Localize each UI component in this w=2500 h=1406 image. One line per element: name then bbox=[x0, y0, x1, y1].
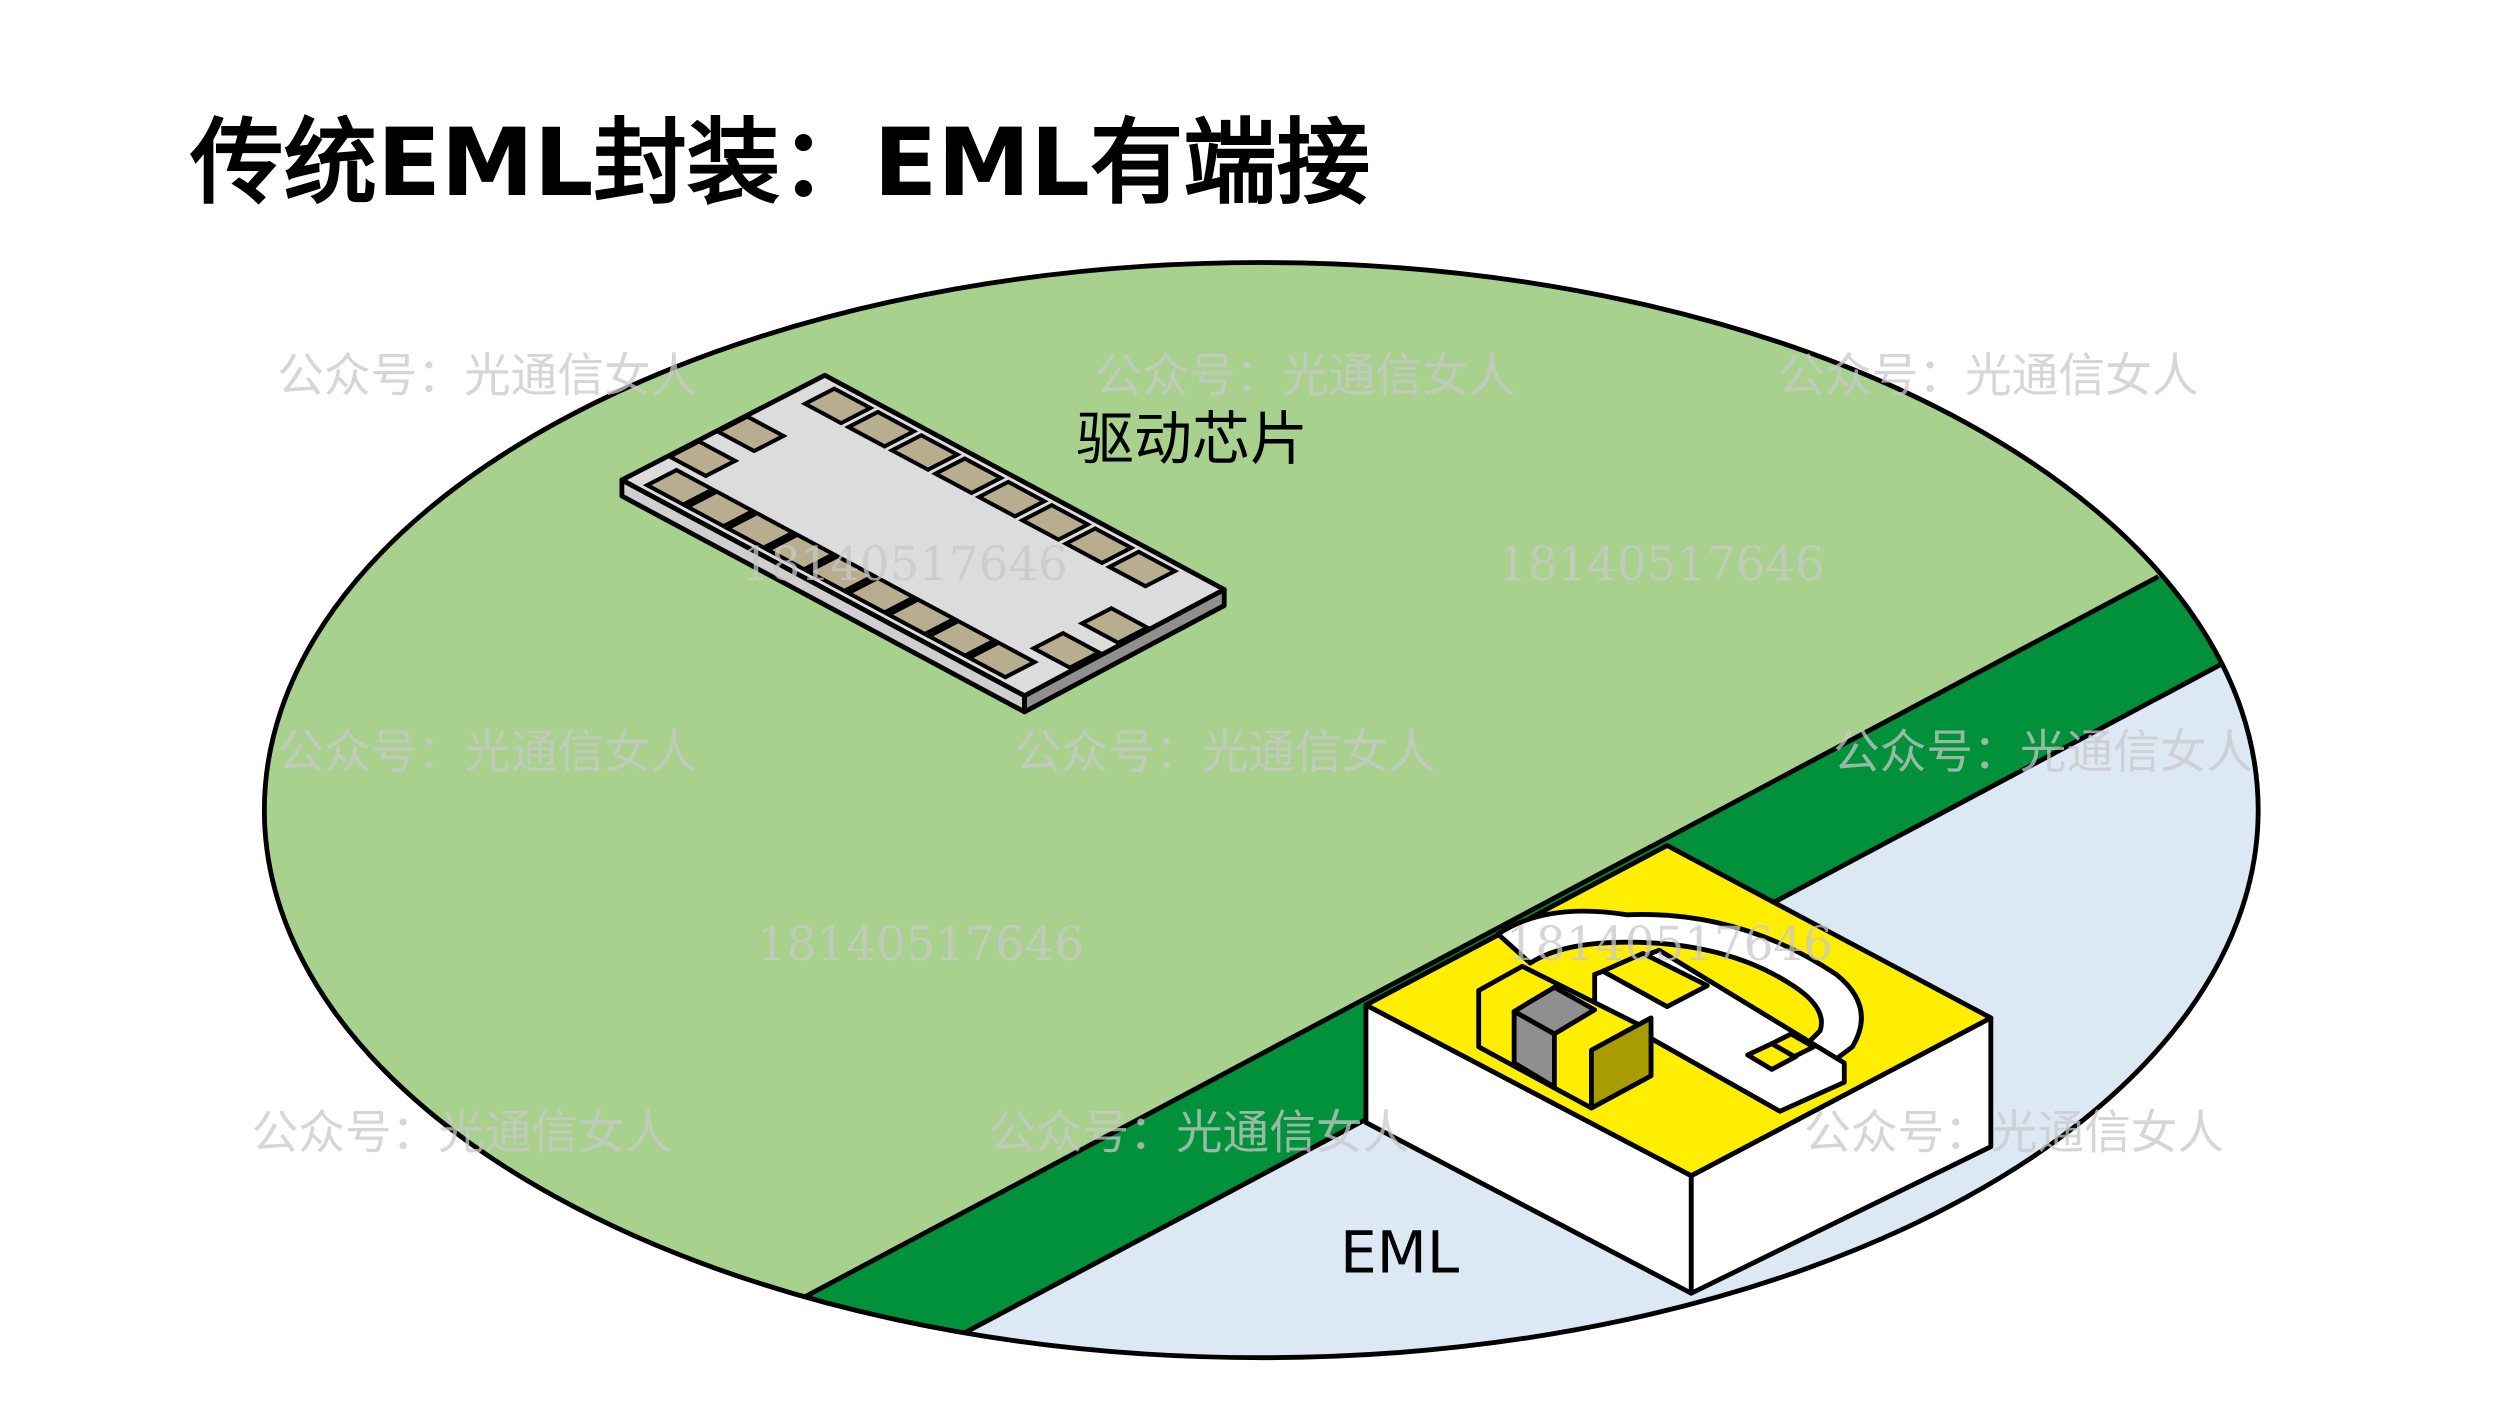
driver-chip bbox=[619, 372, 1227, 715]
chip-pad bbox=[844, 409, 919, 449]
chip-pad bbox=[1061, 526, 1136, 566]
eml-label: EML bbox=[1340, 1218, 1459, 1286]
chip-pad bbox=[884, 597, 959, 637]
svg-text:公众号：光通信女人: 公众号：光通信女人 bbox=[1833, 726, 2253, 780]
svg-text:公众号：光通信女人: 公众号：光通信女人 bbox=[251, 1106, 671, 1160]
chip-pad bbox=[665, 439, 740, 479]
watermarks: 公众号：光通信女人 公众号：光通信女人 公众号：光通信女人 1814051764… bbox=[251, 349, 2253, 1160]
chip-pad bbox=[924, 618, 999, 658]
chip-pad bbox=[1077, 606, 1152, 646]
chip-pad bbox=[803, 554, 878, 594]
chip-pad bbox=[723, 510, 798, 550]
svg-text:公众号：光通信女人: 公众号：光通信女人 bbox=[277, 349, 697, 403]
chip-pad bbox=[931, 456, 1006, 496]
chip-pad bbox=[887, 432, 962, 472]
svg-text:公众号：光通信女人: 公众号：光通信女人 bbox=[277, 726, 697, 780]
chip-pad bbox=[1029, 630, 1104, 670]
driver-chip-label: 驱动芯片 bbox=[1076, 405, 1308, 473]
svg-text:18140517646: 18140517646 bbox=[1506, 918, 1833, 972]
svg-text:公众号：光通信女人: 公众号：光通信女人 bbox=[1778, 349, 2198, 403]
chip-pad bbox=[974, 479, 1049, 519]
chip-pad bbox=[763, 532, 838, 572]
eml-submount bbox=[1363, 843, 1994, 1296]
svg-text:公众号：光通信女人: 公众号：光通信女人 bbox=[1095, 349, 1515, 403]
chip-pad bbox=[800, 386, 875, 426]
chip-pad bbox=[844, 575, 919, 615]
svg-text:18140517646: 18140517646 bbox=[1498, 538, 1825, 592]
svg-text:公众号：光通信女人: 公众号：光通信女人 bbox=[1015, 726, 1435, 780]
chip-pad bbox=[1105, 549, 1180, 589]
chip-pad bbox=[713, 414, 788, 454]
rf-trace bbox=[1495, 908, 1864, 1074]
svg-text:18140517646: 18140517646 bbox=[741, 538, 1068, 592]
board-ellipse bbox=[264, 262, 2259, 1358]
chip-pad bbox=[642, 467, 717, 507]
chip-pad bbox=[683, 489, 758, 529]
svg-text:公众号：光通信女人: 公众号：光通信女人 bbox=[1804, 1106, 2224, 1160]
svg-text:18140517646: 18140517646 bbox=[757, 918, 1084, 972]
svg-text:公众号：光通信女人: 公众号：光通信女人 bbox=[989, 1106, 1409, 1160]
page-title: 传统EML封装：EML有端接 bbox=[189, 109, 1370, 218]
chip-pad bbox=[964, 640, 1039, 680]
termination-resistor bbox=[1476, 963, 1654, 1111]
chip-pad bbox=[1018, 502, 1093, 542]
